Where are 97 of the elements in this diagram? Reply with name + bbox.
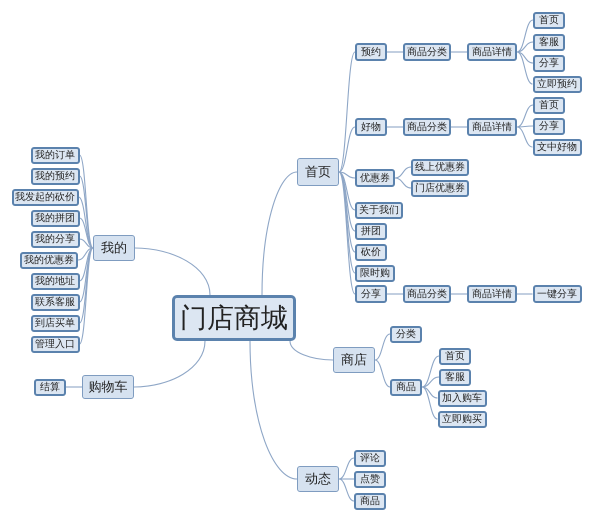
connector-line xyxy=(79,176,94,248)
subtopic-box: 首页 xyxy=(533,96,565,114)
connector-line xyxy=(79,238,94,249)
connector-line xyxy=(451,51,467,53)
subtopic-box: 商品 xyxy=(390,378,422,396)
subtopic-box: 商品详情 xyxy=(467,118,517,136)
connector-line xyxy=(516,41,534,53)
subtopic-box: 线上优惠券 xyxy=(411,158,469,176)
connector-line xyxy=(422,386,438,420)
connector-line xyxy=(79,248,94,282)
subtopic-box: 好物 xyxy=(355,118,387,136)
subtopic-box: 分享 xyxy=(355,285,387,303)
central-topic-box: 门店商城 xyxy=(172,295,296,341)
subtopic-box: 分享 xyxy=(533,118,565,134)
subtopic-box: 关于我们 xyxy=(355,202,403,218)
connector-line xyxy=(338,478,354,502)
connector-line xyxy=(422,386,438,399)
subtopic-box: 评论 xyxy=(354,450,386,466)
subtopic-box: 我发起的砍价 xyxy=(12,188,78,206)
connector-line xyxy=(79,248,94,344)
subtopic-box: 我的地址 xyxy=(30,272,80,290)
connector-line xyxy=(79,248,94,324)
topic-box: 商店 xyxy=(333,347,375,373)
subtopic-box: 优惠券 xyxy=(355,169,395,187)
subtopic-box: 管理入口 xyxy=(30,336,80,352)
subtopic-box: 点赞 xyxy=(354,470,386,488)
connector-line xyxy=(394,177,412,189)
connector-line xyxy=(451,126,467,128)
subtopic-box: 一键分享 xyxy=(532,285,582,303)
connector-line xyxy=(516,51,534,64)
connector-line xyxy=(387,51,403,53)
subtopic-box: 首页 xyxy=(439,348,471,364)
subtopic-box: 限时购 xyxy=(355,264,395,282)
subtopic-box: 我的分享 xyxy=(30,230,80,248)
subtopic-box: 商品 xyxy=(354,492,386,510)
connector-line xyxy=(134,247,211,296)
connector-line xyxy=(516,104,534,128)
topic-box: 动态 xyxy=(297,466,339,492)
connector-line xyxy=(451,293,467,295)
subtopic-box: 我的订单 xyxy=(30,146,80,164)
connector-line xyxy=(517,125,533,128)
connector-line xyxy=(422,355,440,388)
subtopic-box: 客服 xyxy=(439,368,471,386)
subtopic-box: 加入购车 xyxy=(438,390,486,406)
connector-line xyxy=(422,376,440,388)
connector-line xyxy=(387,293,403,295)
connector-line xyxy=(516,51,533,85)
connector-line xyxy=(79,154,94,248)
connector-line xyxy=(338,172,356,274)
connector-line xyxy=(339,478,354,480)
subtopic-box: 立即预约 xyxy=(532,76,582,92)
connector-line xyxy=(289,340,334,361)
connector-line xyxy=(79,217,94,249)
subtopic-box: 首页 xyxy=(533,12,565,28)
connector-line xyxy=(338,172,356,210)
connector-line xyxy=(338,172,356,294)
topic-box: 首页 xyxy=(297,158,339,186)
subtopic-box: 文中好物 xyxy=(532,138,582,156)
connector-line xyxy=(394,166,412,179)
connector-line xyxy=(516,19,534,53)
connector-line xyxy=(387,126,403,128)
subtopic-box: 分享 xyxy=(533,54,565,72)
subtopic-box: 分类 xyxy=(390,326,422,342)
subtopic-box: 联系客服 xyxy=(30,294,80,310)
subtopic-box: 到店买单 xyxy=(30,314,80,332)
subtopic-box: 我的预约 xyxy=(30,168,80,184)
subtopic-box: 拼团 xyxy=(355,222,387,240)
connector-line xyxy=(261,171,298,296)
subtopic-box: 立即购买 xyxy=(438,410,486,428)
connector-line xyxy=(249,340,298,480)
subtopic-box: 商品分类 xyxy=(403,118,451,136)
connector-line xyxy=(338,457,354,480)
subtopic-box: 商品分类 xyxy=(403,43,451,61)
connector-line xyxy=(374,333,390,361)
subtopic-box: 预约 xyxy=(355,43,387,61)
connector-line xyxy=(78,247,94,261)
connector-line xyxy=(517,293,532,295)
subtopic-box: 商品详情 xyxy=(467,285,517,303)
connector-line xyxy=(338,52,356,172)
subtopic-box: 砍价 xyxy=(355,244,387,260)
connector-line xyxy=(338,172,356,232)
connector-line xyxy=(338,171,356,179)
connector-line xyxy=(374,359,390,388)
connector-line xyxy=(134,340,206,388)
subtopic-box: 门店优惠券 xyxy=(411,180,469,196)
connector-line xyxy=(78,196,94,248)
subtopic-box: 结算 xyxy=(34,378,66,396)
connector-line xyxy=(66,386,82,388)
connector-line xyxy=(516,126,533,148)
topic-box: 我的 xyxy=(93,235,135,261)
connector-line xyxy=(338,126,356,172)
subtopic-box: 商品分类 xyxy=(403,285,451,303)
topic-box: 购物车 xyxy=(82,375,134,399)
subtopic-box: 我的拼团 xyxy=(30,210,80,226)
subtopic-box: 客服 xyxy=(533,34,565,50)
subtopic-box: 商品详情 xyxy=(467,43,517,61)
subtopic-box: 我的优惠券 xyxy=(20,252,78,268)
